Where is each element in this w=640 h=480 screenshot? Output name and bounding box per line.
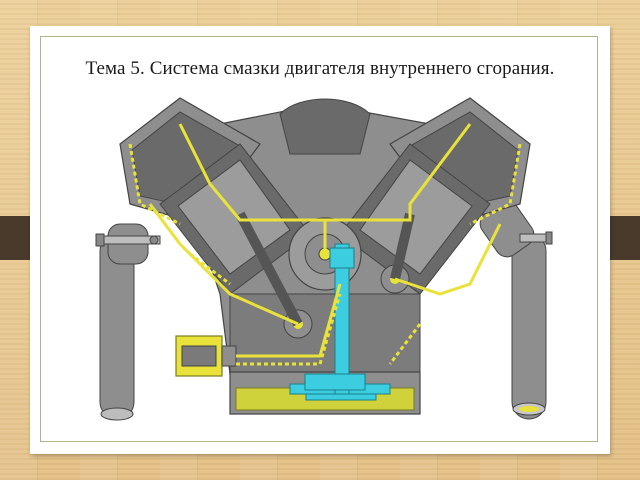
oil-passages: [128, 123, 522, 366]
right-exhaust-pipe: [479, 200, 547, 420]
oil-filter: [175, 335, 237, 377]
slide-title: Тема 5. Система смазки двигателя внутрен…: [85, 58, 555, 79]
spark-plug: [95, 233, 161, 247]
v-engine-lubrication-system-icon: [90, 84, 560, 430]
oil-sump: [229, 371, 421, 415]
right-fitting: [519, 231, 553, 245]
oil-pump: [304, 243, 366, 395]
engine-diagram: [90, 84, 560, 430]
